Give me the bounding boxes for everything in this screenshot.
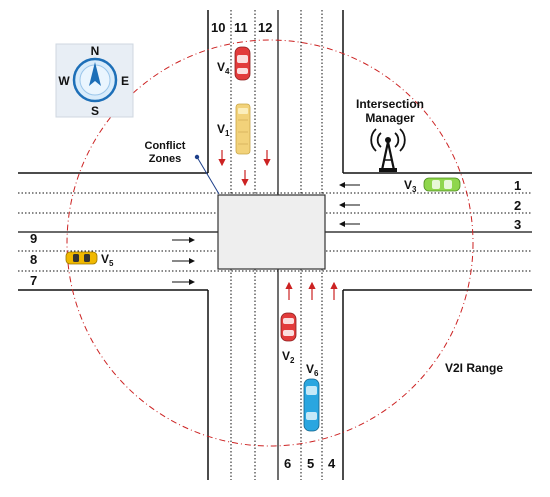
conflict-zones-line2: Zones <box>149 153 181 165</box>
compass: N S E W <box>55 43 134 118</box>
lane-2-label: 2 <box>514 198 521 213</box>
lane-12-label: 12 <box>258 20 272 35</box>
v2i-range-circle <box>66 39 474 447</box>
intersection-manager-line2: Manager <box>365 111 415 125</box>
conflict-zones-callout: Conflict Zones <box>145 140 220 195</box>
compass-needle-icon <box>89 62 101 86</box>
vehicle-v5 <box>65 251 98 265</box>
vehicle-v3-label: V3 <box>404 178 417 194</box>
lane-1-label: 1 <box>514 178 521 193</box>
lane-10-label: 10 <box>211 20 225 35</box>
intersection-manager-line1: Intersection <box>356 97 424 111</box>
compass-west: W <box>58 74 70 88</box>
v2i-range-label: V2I Range <box>445 361 503 375</box>
lane-6-label: 6 <box>284 456 291 471</box>
compass-east: E <box>121 74 129 88</box>
vehicle-labels: V4 V1 V3 V5 V2 V6 <box>101 60 417 378</box>
vehicle-v6-label: V6 <box>306 362 319 378</box>
compass-north: N <box>91 44 100 58</box>
lane-4-label: 4 <box>328 456 336 471</box>
lane-5-label: 5 <box>307 456 314 471</box>
conflict-zone <box>217 194 326 270</box>
lane-9-label: 9 <box>30 231 37 246</box>
vehicles <box>65 46 461 432</box>
lane-7-label: 7 <box>30 273 37 288</box>
intersection-manager: Intersection Manager <box>356 97 424 172</box>
vehicle-v3 <box>423 177 461 192</box>
vehicle-v1-label: V1 <box>217 122 230 138</box>
antenna-tower-icon <box>370 128 406 172</box>
compass-south: S <box>91 104 99 118</box>
lane-8-label: 8 <box>30 252 37 267</box>
direction-arrows <box>172 150 360 300</box>
vehicle-v6 <box>303 378 320 432</box>
vehicle-v4-label: V4 <box>217 60 230 76</box>
vehicle-v5-label: V5 <box>101 252 114 268</box>
lane-11-label: 11 <box>234 20 248 35</box>
conflict-zones-line1: Conflict <box>145 140 186 152</box>
vehicle-v2 <box>280 312 297 342</box>
vehicle-v2-label: V2 <box>282 349 295 365</box>
lane-3-label: 3 <box>514 217 521 232</box>
vehicle-v1 <box>235 103 251 155</box>
lane-numbers: 10 11 12 1 2 3 9 8 7 6 5 4 <box>30 20 521 471</box>
vehicle-v4 <box>234 46 251 81</box>
